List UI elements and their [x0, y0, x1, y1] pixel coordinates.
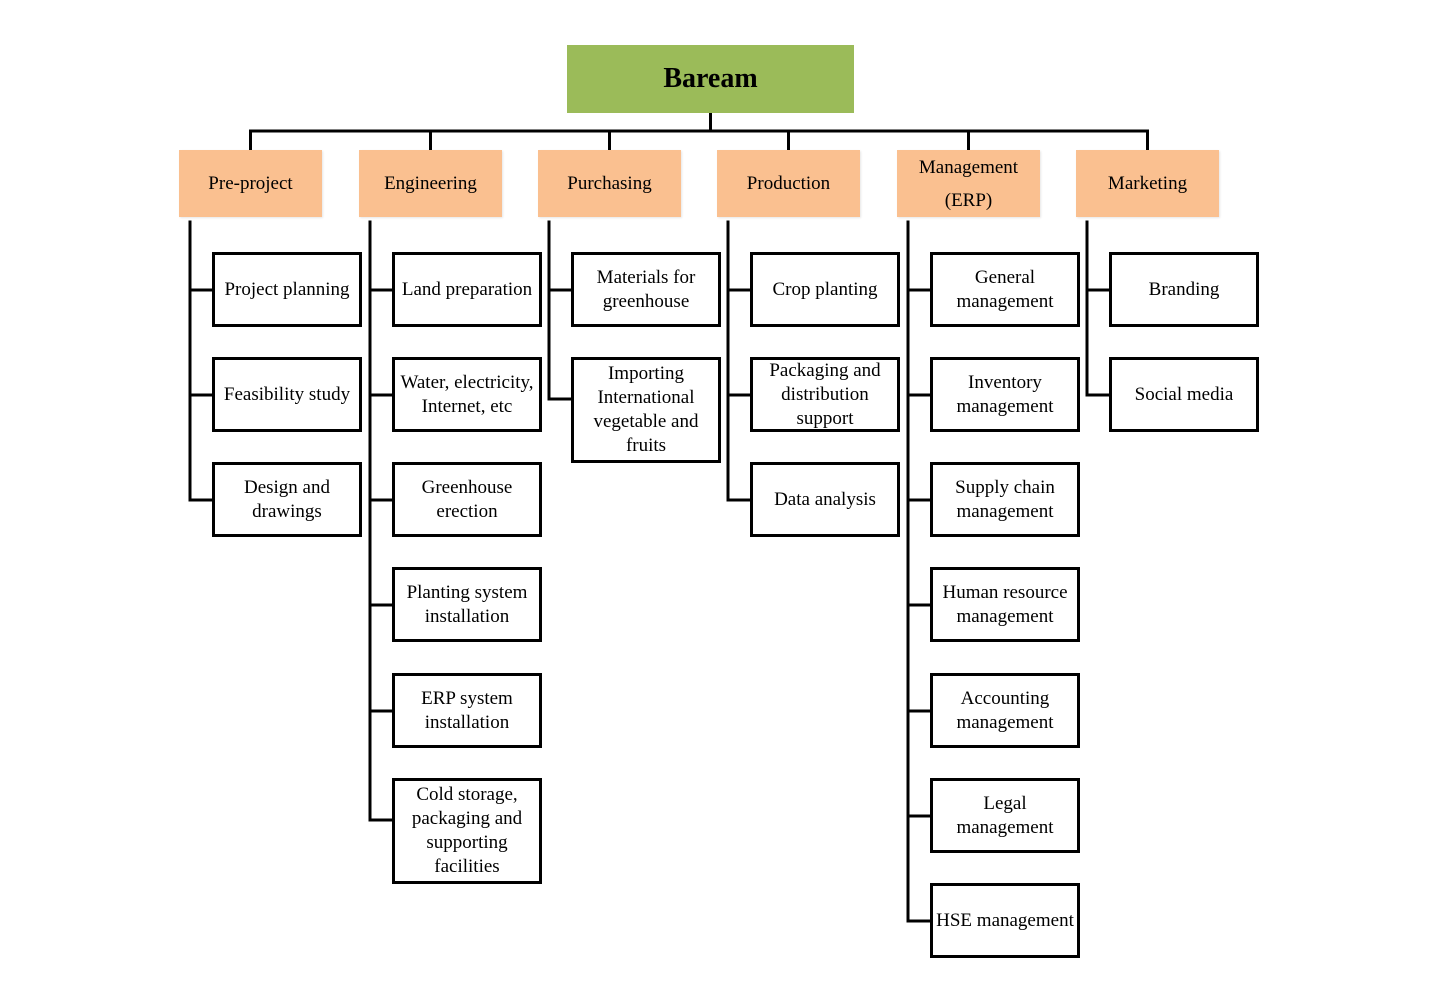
task-label: Accounting management: [956, 687, 1054, 733]
task-label: Importing International vegetable and fr…: [593, 363, 699, 456]
task-label: Supply chain management: [955, 476, 1055, 522]
category-label: Engineering: [384, 173, 477, 194]
task-label: Planting system installation: [406, 581, 528, 627]
task-label: Land preparation: [401, 278, 533, 300]
task-label: Packaging and distribution support: [769, 359, 881, 429]
task-box: Water, electricity, Internet, etc: [392, 357, 542, 432]
task-box: Human resource management: [930, 567, 1080, 642]
task-label: HSE management: [936, 909, 1074, 931]
task-label: Social media: [1134, 383, 1234, 405]
task-label: Design and drawings: [243, 476, 330, 522]
task-box: Planting system installation: [392, 567, 542, 642]
task-box: Accounting management: [930, 673, 1080, 748]
task-label: Legal management: [956, 792, 1054, 838]
task-box: Cold storage, packaging and supporting f…: [392, 778, 542, 884]
category-marketing: Marketing: [1076, 150, 1219, 217]
task-box: Crop planting: [750, 252, 900, 327]
task-box: Packaging and distribution support: [750, 357, 900, 432]
root-label: Baream: [663, 63, 758, 94]
task-label: Human resource management: [942, 581, 1068, 627]
category-label: Purchasing: [567, 173, 652, 194]
root-node: Baream: [567, 45, 854, 113]
task-box: ERP system installation: [392, 673, 542, 748]
category-label: Pre-project: [208, 173, 293, 194]
category-purchasing: Purchasing: [538, 150, 681, 217]
task-box: General management: [930, 252, 1080, 327]
category-management: Management (ERP): [897, 150, 1040, 217]
task-label: Project planning: [224, 278, 350, 300]
task-label: Water, electricity, Internet, etc: [400, 371, 534, 417]
task-box: Social media: [1109, 357, 1259, 432]
task-label: Crop planting: [772, 278, 878, 300]
category-label: Marketing: [1107, 173, 1188, 194]
category-label: Production: [746, 173, 831, 194]
task-label: Greenhouse erection: [421, 476, 513, 522]
task-label: Inventory management: [956, 371, 1054, 417]
task-box: Inventory management: [930, 357, 1080, 432]
task-box: Design and drawings: [212, 462, 362, 537]
task-box: HSE management: [930, 883, 1080, 958]
task-box: Supply chain management: [930, 462, 1080, 537]
task-box: Branding: [1109, 252, 1259, 327]
category-engineering: Engineering: [359, 150, 502, 217]
task-label: Materials for greenhouse: [596, 266, 696, 312]
task-box: Greenhouse erection: [392, 462, 542, 537]
task-box: Feasibility study: [212, 357, 362, 432]
task-label: Data analysis: [774, 488, 876, 510]
task-box: Data analysis: [750, 462, 900, 537]
task-label: General management: [956, 266, 1054, 312]
task-box: Project planning: [212, 252, 362, 327]
task-box: Importing International vegetable and fr…: [571, 357, 721, 463]
task-box: Legal management: [930, 778, 1080, 853]
category-production: Production: [717, 150, 860, 217]
task-label: Cold storage, packaging and supporting f…: [411, 784, 523, 877]
task-label: ERP system installation: [421, 687, 513, 733]
task-label: Feasibility study: [223, 383, 351, 405]
category-pre-project: Pre-project: [179, 150, 322, 217]
task-box: Land preparation: [392, 252, 542, 327]
category-label: Management (ERP): [918, 156, 1019, 211]
task-label: Branding: [1148, 278, 1220, 300]
task-box: Materials for greenhouse: [571, 252, 721, 327]
